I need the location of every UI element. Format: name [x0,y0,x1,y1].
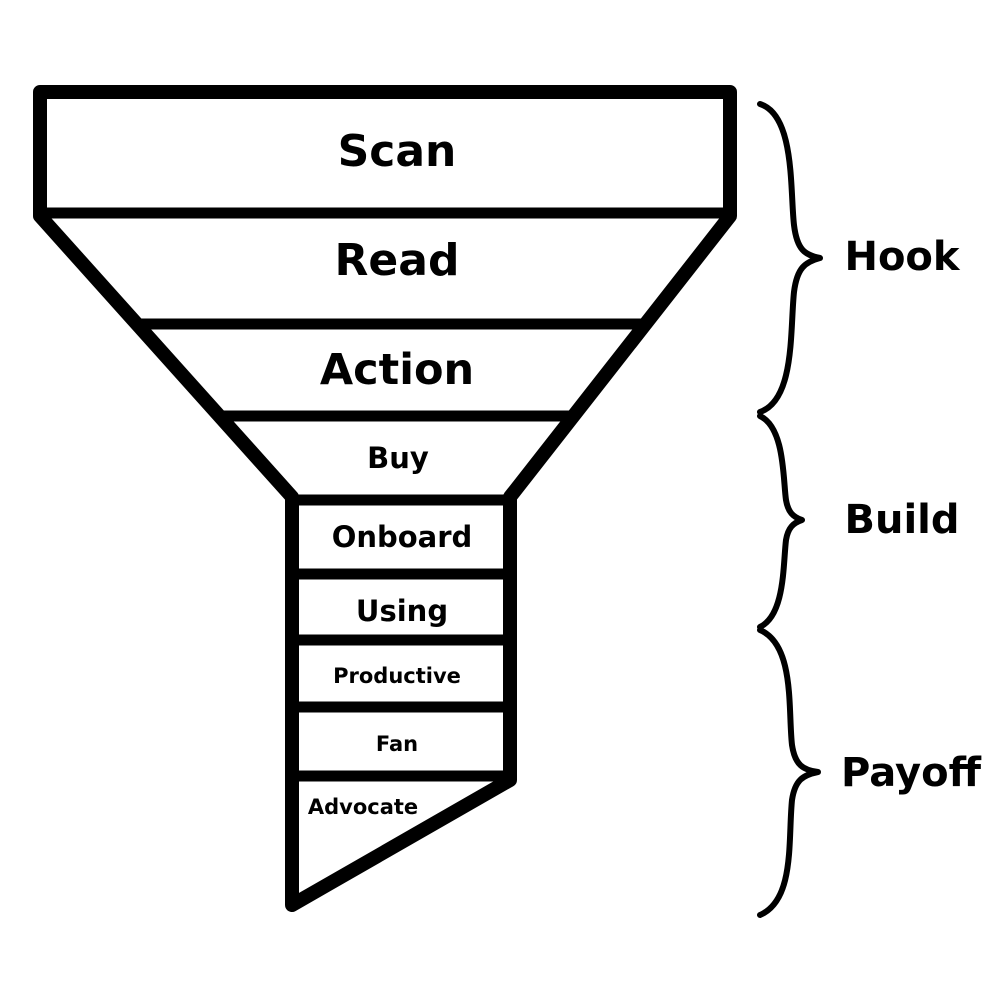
stage-label-productive: Productive [333,664,461,688]
brace-build [757,413,805,630]
brace-hook [757,101,823,415]
stage-label-advocate: Advocate [308,795,418,819]
stage-label-action: Action [320,345,474,395]
stage-label-read: Read [335,235,460,286]
stage-label-buy: Buy [367,441,429,475]
brace-payoff [757,627,821,918]
group-label-build: Build [844,497,959,543]
stage-label-using: Using [356,594,448,628]
stage-label-fan: Fan [376,732,418,756]
group-label-hook: Hook [844,234,960,280]
stage-label-onboard: Onboard [332,520,473,554]
group-label-payoff: Payoff [841,750,982,796]
stage-label-scan: Scan [338,126,457,177]
